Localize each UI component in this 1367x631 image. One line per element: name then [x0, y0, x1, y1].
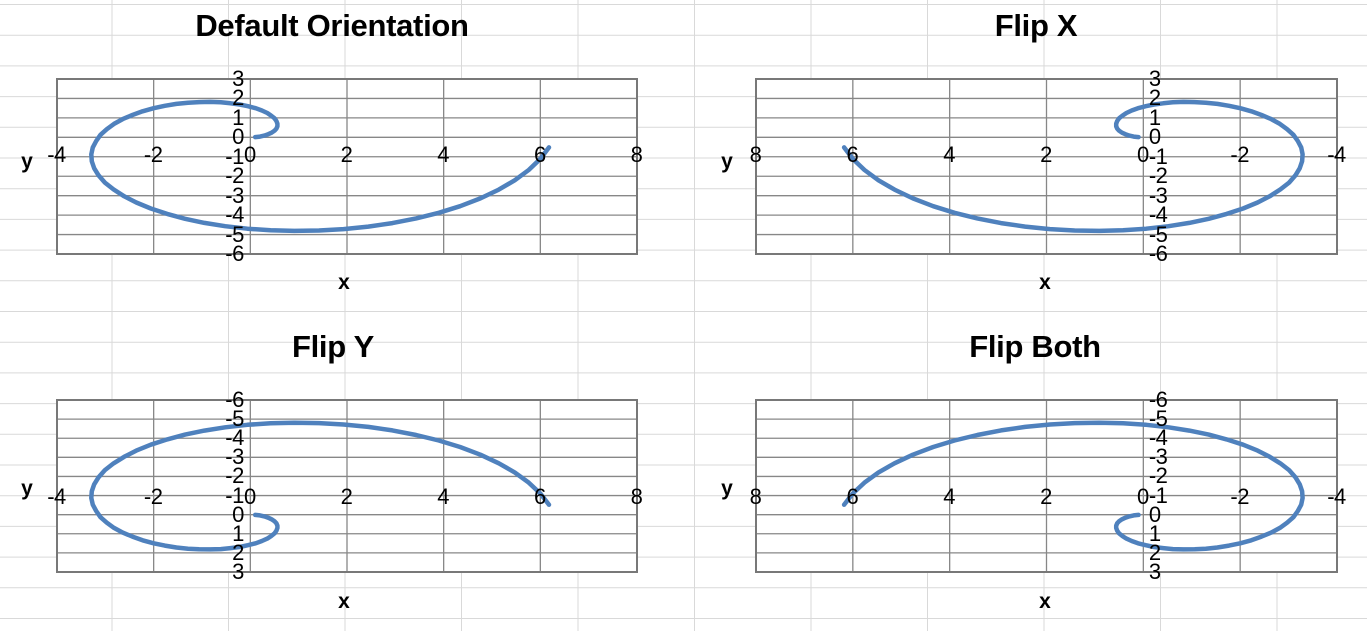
- x-tick-label: -4: [1327, 142, 1346, 168]
- y-tick-label: 1: [232, 520, 244, 546]
- plot-border: [754, 399, 1338, 573]
- plot-area: [754, 399, 1338, 573]
- y-tick-label: 1: [232, 104, 244, 130]
- y-tick-label: -2: [225, 463, 244, 489]
- y-tick-label: -3: [1148, 444, 1168, 470]
- y-tick-label: -6: [1148, 241, 1168, 266]
- chart-title: Flip Both: [969, 329, 1101, 364]
- x-tick-label: 8: [749, 142, 762, 168]
- x-tick-label: -2: [143, 483, 163, 509]
- y-tick-label: 3: [232, 559, 244, 584]
- y-tick-label: -2: [1148, 463, 1168, 489]
- y-tick-label: -5: [225, 221, 244, 247]
- x-tick-label: 4: [437, 483, 450, 509]
- y-tick-label: -3: [225, 444, 244, 470]
- plot-area: [55, 78, 638, 255]
- chart-title: Default Orientation: [195, 8, 469, 43]
- x-axis-title: x: [338, 590, 350, 613]
- y-axis-title: y: [721, 477, 733, 500]
- y-tick-label: 3: [1148, 559, 1161, 584]
- y-tick-label: 2: [232, 85, 244, 111]
- x-tick-label: 0: [243, 142, 256, 168]
- y-tick-label: -5: [225, 406, 244, 432]
- y-tick-label: -2: [1148, 163, 1168, 189]
- y-tick-label: 2: [232, 539, 244, 565]
- y-tick-label: -6: [225, 387, 244, 412]
- y-tick-label: -1: [225, 482, 244, 508]
- x-tick-label: 2: [1040, 483, 1052, 509]
- y-tick-label: -4: [225, 202, 244, 228]
- y-tick-label: 1: [1148, 520, 1161, 546]
- x-tick-label: 2: [340, 142, 353, 168]
- x-tick-label: 6: [846, 483, 859, 509]
- y-tick-label: -4: [1148, 202, 1168, 228]
- x-tick-label: -2: [1230, 142, 1249, 168]
- x-axis-title: x: [338, 271, 350, 294]
- y-tick-label: -5: [1148, 406, 1168, 432]
- y-tick-label: -3: [225, 182, 244, 208]
- y-tick-label: -6: [1148, 387, 1168, 412]
- x-tick-label: 2: [1040, 142, 1052, 168]
- x-tick-label: 4: [437, 142, 450, 168]
- x-tick-label: -4: [47, 483, 66, 509]
- x-tick-label: 0: [1136, 483, 1149, 509]
- y-tick-label: 0: [232, 124, 244, 150]
- y-tick-label: 3: [1148, 66, 1161, 91]
- y-tick-label: -6: [225, 241, 244, 266]
- spiral-curve: [841, 99, 1305, 234]
- x-tick-label: 4: [943, 483, 956, 509]
- x-tick-label: 0: [243, 483, 256, 509]
- plot-area: [55, 399, 638, 573]
- chart-title: Flip X: [994, 8, 1078, 43]
- y-tick-label: 1: [1148, 104, 1161, 130]
- x-axis-title: x: [1039, 590, 1051, 613]
- y-tick-label: -3: [1148, 182, 1168, 208]
- x-tick-label: 6: [533, 483, 546, 509]
- x-tick-label: -4: [47, 142, 66, 168]
- x-tick-label: -2: [143, 142, 163, 168]
- y-axis-title: y: [721, 150, 733, 173]
- x-tick-label: -2: [1230, 483, 1249, 509]
- y-tick-label: 0: [1148, 124, 1161, 150]
- y-tick-label: 3: [232, 66, 244, 91]
- plot-border: [754, 78, 1338, 255]
- x-tick-label: 6: [533, 142, 546, 168]
- y-tick-label: -1: [1148, 482, 1168, 508]
- x-tick-label: 8: [749, 483, 762, 509]
- y-tick-label: 0: [232, 501, 244, 527]
- y-tick-label: -1: [225, 143, 244, 169]
- y-tick-label: -4: [225, 425, 244, 451]
- spiral-curve: [88, 99, 551, 234]
- spiral-curve: [841, 420, 1305, 552]
- y-tick-label: 2: [1148, 85, 1161, 111]
- x-tick-label: 8: [630, 483, 643, 509]
- x-axis-title: x: [1039, 271, 1051, 294]
- x-tick-label: 2: [340, 483, 353, 509]
- y-tick-label: -1: [1148, 143, 1168, 169]
- y-axis-title: y: [21, 150, 33, 173]
- x-tick-label: 4: [943, 142, 956, 168]
- x-tick-label: 8: [630, 142, 643, 168]
- chart-title: Flip Y: [291, 329, 375, 364]
- plot-border: [55, 399, 638, 573]
- y-axis-title: y: [21, 477, 33, 500]
- spiral-curve: [88, 420, 551, 552]
- x-tick-label: 6: [846, 142, 859, 168]
- x-tick-label: 0: [1136, 142, 1149, 168]
- x-tick-label: -4: [1327, 483, 1346, 509]
- y-tick-label: -5: [1148, 221, 1168, 247]
- y-tick-label: 2: [1148, 539, 1161, 565]
- y-tick-label: -2: [225, 163, 244, 189]
- y-tick-label: -4: [1148, 425, 1168, 451]
- y-tick-label: 0: [1148, 501, 1161, 527]
- plot-border: [55, 78, 638, 255]
- plot-area: [754, 78, 1338, 255]
